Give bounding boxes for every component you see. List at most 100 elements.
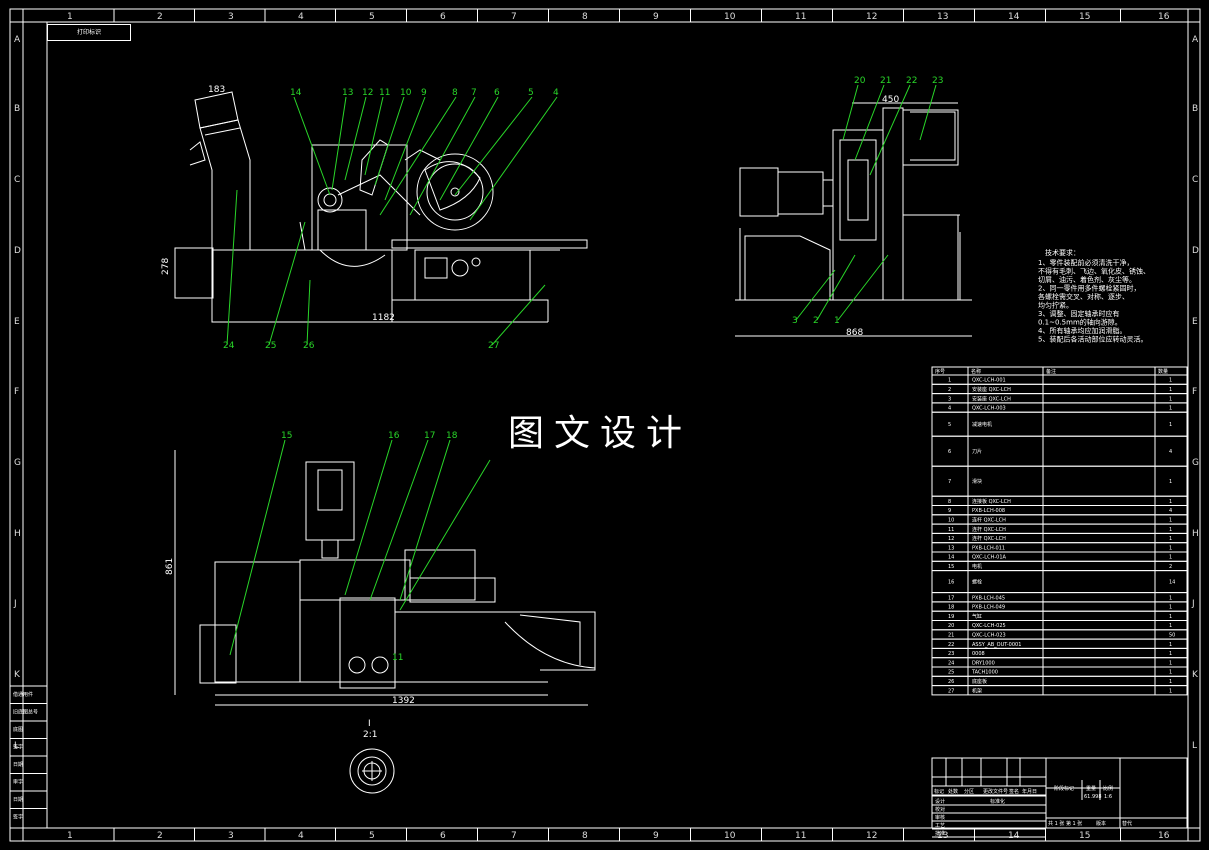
balloon-number: 1 — [834, 316, 840, 326]
bom-cell-qty: 1 — [1169, 651, 1172, 657]
side-strip-cell: 签字 — [13, 814, 23, 821]
dim-side-width: 868 — [846, 328, 863, 338]
title-block-weight: 61.998 — [1084, 794, 1102, 800]
bom-cell-qty: 1 — [1169, 688, 1172, 694]
title-block-cell: 标记 — [934, 788, 944, 795]
bom-cell-no: 24 — [948, 660, 954, 666]
zone-col-bottom: 7 — [511, 831, 517, 841]
bom-row — [931, 393, 1188, 404]
side-view — [735, 102, 972, 337]
balloon-number: 10 — [400, 88, 412, 98]
title-block-cell: 签名 — [1009, 788, 1019, 795]
side-strip-cell: 签字 — [13, 744, 23, 751]
note-line: 5、装配后各活动部位应转动灵活。 — [1038, 335, 1147, 344]
bom-cell-name: PXB-LCH-008 — [972, 508, 1005, 514]
side-strip-cell: 底图 — [13, 726, 23, 733]
bom-cell-no: 6 — [948, 449, 951, 455]
bom-row — [931, 505, 1188, 516]
balloon-number: 12 — [362, 88, 373, 98]
bom-cell-no: 20 — [948, 623, 954, 629]
bom-row — [931, 601, 1188, 612]
bom-cell-qty: 1 — [1169, 670, 1172, 676]
zone-col-bottom: 2 — [157, 831, 163, 841]
bom-cell-name: 减速电机 — [972, 421, 992, 428]
bom-cell-no: 10 — [948, 517, 954, 523]
bom-row — [931, 629, 1188, 640]
title-block-role: 工艺 — [935, 823, 945, 829]
zone-col-top: 3 — [228, 12, 234, 22]
outer-border — [9, 8, 1201, 842]
bom-cell-name: 螺栓 — [972, 579, 982, 586]
bom-cell-name: 刀片 — [972, 448, 982, 455]
balloon-number: 22 — [906, 76, 917, 86]
bom-header-cell: 数量 — [1158, 368, 1168, 375]
zone-col-top: 13 — [937, 12, 948, 22]
zone-col-bottom: 4 — [298, 831, 304, 841]
bom-cell-qty: 1 — [1169, 660, 1172, 666]
balloon-number: 5 — [528, 88, 534, 98]
bom-cell-name: 安装座 QXC-LCH — [972, 386, 1011, 393]
bom-cell-name: 气缸 — [972, 613, 982, 620]
zone-col-bottom: 13 — [937, 831, 948, 841]
zone-row-right: D — [1192, 246, 1199, 256]
bom-row — [931, 402, 1188, 413]
title-block-sheet: 共 1 张 第 1 张 — [1048, 820, 1082, 827]
bom-row — [931, 675, 1188, 687]
zone-row-left: G — [14, 458, 21, 468]
bom-cell-qty: 1 — [1169, 595, 1172, 601]
bom-row — [931, 435, 1188, 467]
zone-col-bottom: 3 — [228, 831, 234, 841]
bom-cell-no: 12 — [948, 536, 954, 542]
bom-cell-qty: 1 — [1169, 422, 1172, 428]
bom-cell-name: QXC-LCH-025 — [972, 623, 1006, 629]
balloon-number: 15 — [281, 431, 292, 441]
zone-col-top: 6 — [440, 12, 446, 22]
bom-cell-name: QXC-LCH-003 — [972, 406, 1006, 412]
top-view — [174, 450, 596, 706]
bom-row — [931, 465, 1188, 497]
balloon-number: 11 — [379, 88, 390, 98]
title-block-role: 审核 — [935, 814, 945, 821]
bom-cell-qty: 14 — [1169, 580, 1175, 586]
title-block-cell: 年月日 — [1022, 788, 1037, 795]
bom-row — [931, 374, 1188, 385]
bom-cell-no: 15 — [948, 564, 954, 570]
bom-cell-name: PXB-LCH-045 — [972, 595, 1005, 601]
zone-col-bottom: 15 — [1079, 831, 1090, 841]
bom-cell-no: 23 — [948, 651, 954, 657]
bom-cell-name: DRY1000 — [972, 660, 995, 666]
bom-cell-name: 安装座 QXC-LCH — [972, 395, 1011, 402]
zone-col-top: 8 — [582, 12, 588, 22]
bom-cell-name: 电机 — [972, 563, 982, 570]
balloon-number: 26 — [303, 341, 315, 351]
zone-row-right: C — [1192, 175, 1198, 185]
title-block: 标记处数分区更改文件号签名年月日设计校对审核工艺批准标准化阶段标记重量比例61.… — [931, 757, 1188, 838]
bom-cell-name: 连接板 QXC-LCH — [972, 498, 1011, 505]
balloon-number: 9 — [421, 88, 427, 98]
dim-front-top: 183 — [208, 85, 225, 95]
balloon-number: 11 — [392, 653, 403, 663]
bom-cell-qty: 1 — [1169, 555, 1172, 561]
bom-row — [931, 647, 1188, 659]
bom-cell-no: 18 — [948, 605, 954, 611]
bom-row — [931, 495, 1188, 507]
zone-col-bottom: 9 — [653, 831, 659, 841]
zone-col-top: 10 — [724, 12, 736, 22]
bom-row — [931, 610, 1188, 622]
title-block-cell: 分区 — [964, 788, 974, 795]
zone-row-right: H — [1192, 529, 1199, 539]
bom-cell-no: 26 — [948, 679, 954, 685]
zone-row-right: A — [1192, 35, 1199, 45]
bom-cell-qty: 50 — [1169, 632, 1175, 638]
balloon-number: 2 — [813, 316, 819, 326]
print-stamp: 打印标识 — [47, 24, 131, 41]
bom-cell-qty: 4 — [1169, 508, 1172, 514]
zone-row-right: G — [1192, 458, 1199, 468]
balloon-number: 7 — [471, 88, 477, 98]
bom-cell-no: 19 — [948, 614, 954, 620]
